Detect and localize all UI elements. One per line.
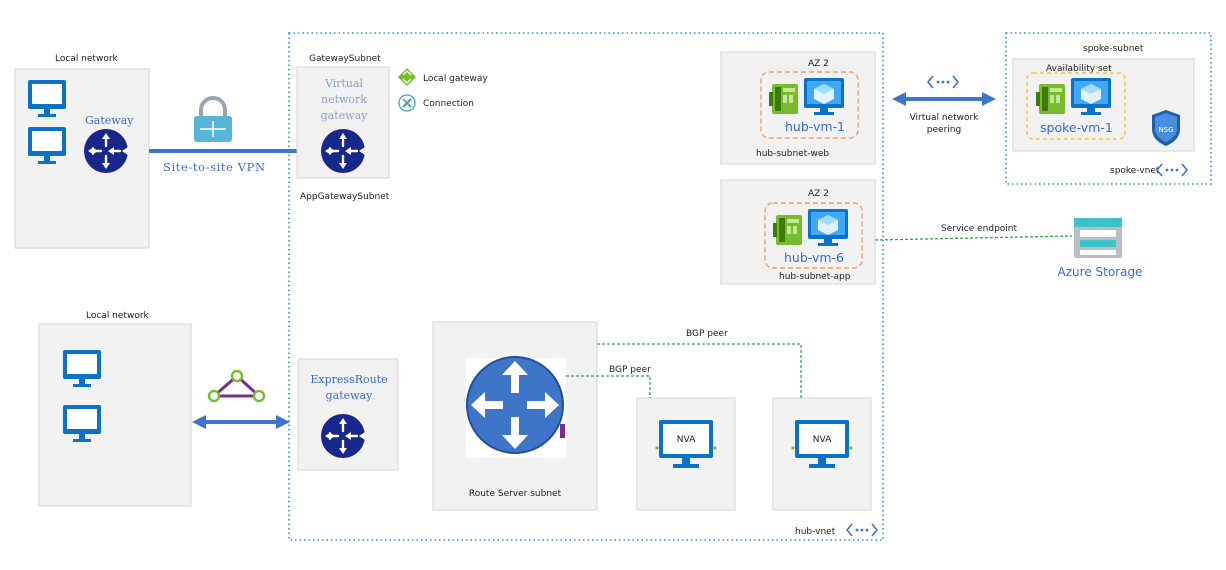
expressroute-arrowhead-left — [192, 415, 206, 429]
hub-subnet-web-label: hub-subnet-web — [756, 149, 829, 159]
peering-label-line-1: Virtual network — [910, 113, 980, 123]
nsg-shield-icon — [1152, 110, 1180, 146]
local-network-top-label: Local network — [55, 54, 119, 64]
local-network-bottom-label: Local network — [86, 311, 150, 321]
nva-port-dot — [655, 446, 659, 450]
vnet-icon — [926, 75, 960, 89]
vnet-icon — [845, 523, 879, 537]
hub-vnet-boundary — [288, 32, 884, 541]
service-endpoint-line — [874, 235, 1073, 241]
peering-arrowhead-right — [982, 92, 996, 106]
vpn-label: Site-to-site VPN — [163, 160, 266, 174]
availability-set-label: Availability set — [1046, 64, 1112, 74]
peering-label-line-2: peering — [927, 125, 961, 135]
azure-storage-label: Azure Storage — [1058, 265, 1143, 279]
route-server-label: Route Server subnet — [469, 489, 562, 499]
bgp-peer-line-short — [566, 375, 651, 398]
local-network-bottom-box — [38, 323, 192, 507]
nsg-label: NSG — [1158, 126, 1173, 134]
app-gateway-subnet-label: AppGatewaySubnet — [300, 192, 390, 202]
spoke-vnet-boundary — [1005, 32, 1212, 185]
hub-web-az-label: AZ 2 — [808, 59, 829, 69]
connection-legend-label: Connection — [423, 99, 474, 109]
hub-web-availability-zone — [760, 71, 859, 139]
service-endpoint-label: Service endpoint — [941, 224, 1018, 234]
spoke-subnet-label: spoke-subnet — [1083, 44, 1144, 54]
storage-account-icon — [1074, 218, 1122, 258]
bgp-peer-label-short: BGP peer — [609, 365, 651, 375]
hub-vnet-label: hub-vnet — [795, 527, 836, 537]
peering-arrowhead-left — [892, 92, 906, 106]
route-server-icon — [466, 356, 564, 454]
nva-port-dot — [849, 446, 853, 450]
expressroute-gateway-router-icon — [319, 412, 367, 460]
nva-label-2: NVA — [813, 435, 832, 445]
expressroute-arrowhead-right — [276, 415, 290, 429]
local-gateway-legend-label: Local gateway — [423, 74, 488, 84]
vpn-lock-icon — [194, 96, 232, 142]
hub-app-vm-name: hub-vm-6 — [784, 250, 844, 265]
gateway-label: Gateway — [85, 114, 134, 127]
spoke-vnet-label: spoke-vnet — [1110, 166, 1160, 176]
availability-set-boundary — [1026, 72, 1126, 140]
hub-app-availability-zone — [764, 202, 863, 269]
nva-label-1: NVA — [677, 435, 696, 445]
route-server-accent — [560, 424, 565, 438]
expressroute-label-line-1: ExpressRoute — [310, 373, 387, 386]
expressroute-label-line-2: gateway — [326, 389, 374, 402]
spoke-vm-name: spoke-vm-1 — [1040, 120, 1113, 135]
local-gateway-legend-icon — [398, 68, 416, 86]
virtual-network-gateway-router-icon — [319, 127, 367, 175]
local-gateway-router-icon — [82, 127, 130, 175]
vng-label-line-3: gateway — [321, 109, 369, 122]
nva-port-dot — [791, 446, 795, 450]
nva-port-dot — [713, 446, 717, 450]
vnet-icon — [1155, 163, 1189, 177]
bgp-peer-line-long — [597, 343, 802, 398]
vng-label-line-2: network — [321, 93, 367, 106]
expressroute-circuit-icon — [207, 369, 266, 403]
hub-web-vm-name: hub-vm-1 — [785, 119, 845, 134]
bgp-peer-label-long: BGP peer — [686, 329, 728, 339]
hub-app-az-label: AZ 2 — [808, 189, 829, 199]
gateway-subnet-label: GatewaySubnet — [309, 54, 381, 64]
vng-label-line-1: Virtual — [324, 77, 364, 90]
hub-subnet-app-label: hub-subnet-app — [779, 272, 851, 282]
connection-legend-icon — [398, 94, 416, 112]
